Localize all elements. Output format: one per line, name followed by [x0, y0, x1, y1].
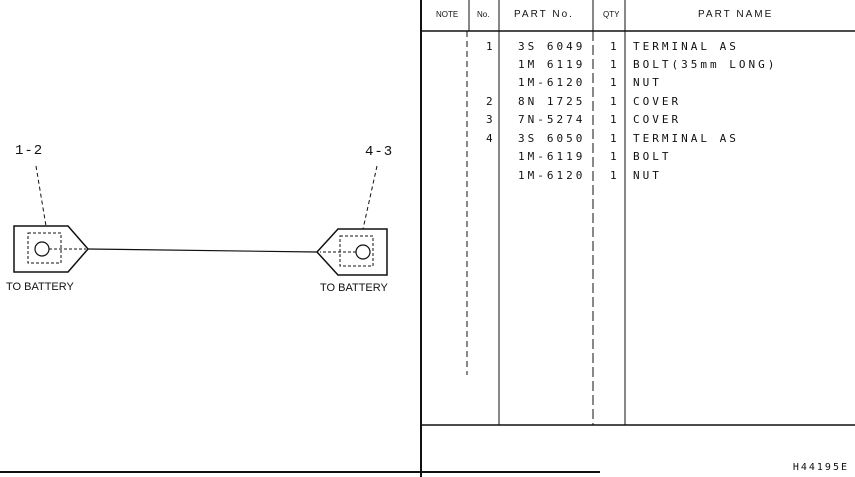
row-4-no: 2	[486, 95, 496, 108]
row-5-name: COVER	[633, 113, 682, 126]
bottom-rule	[0, 471, 600, 473]
row-7-part-no: 1M-6119	[518, 150, 586, 163]
callout-left: 1-2	[15, 143, 44, 159]
row-1-qty: 1	[610, 40, 620, 53]
row-2-qty: 1	[610, 58, 620, 71]
parts-table: NOTE No. PART No. QTY PART NAME 1 3S 604…	[420, 0, 855, 477]
right-terminal	[315, 228, 388, 276]
drawing-reference-number: H44195E	[792, 462, 849, 473]
row-6-qty: 1	[610, 132, 620, 145]
row-3-qty: 1	[610, 76, 620, 89]
row-6-no: 4	[486, 132, 496, 145]
cable	[87, 248, 318, 253]
wiring-diagram: 1-2 4-3 TO BATTERY TO BATTERY	[0, 0, 420, 477]
row-5-qty: 1	[610, 113, 620, 126]
row-1-part-no: 3S 6049	[518, 40, 586, 53]
row-1-name: TERMINAL AS	[633, 40, 739, 53]
row-4-name: COVER	[633, 95, 682, 108]
row-8-part-no: 1M-6120	[518, 169, 586, 182]
row-5-part-no: 7N-5274	[518, 113, 586, 126]
header-part-name: PART NAME	[698, 9, 774, 20]
leader-line-left	[35, 165, 47, 227]
row-7-qty: 1	[610, 150, 620, 163]
row-2-name: BOLT(35mm LONG)	[633, 58, 778, 71]
table-grid	[420, 0, 855, 477]
left-terminal	[13, 225, 89, 273]
caption-left: TO BATTERY	[6, 281, 74, 293]
row-3-name: NUT	[633, 76, 662, 89]
caption-right: TO BATTERY	[320, 282, 388, 294]
header-no: No.	[477, 10, 490, 19]
row-2-part-no: 1M 6119	[518, 58, 586, 71]
leader-line-right	[362, 165, 378, 230]
header-qty: QTY	[603, 10, 620, 19]
header-part-no: PART No.	[514, 9, 574, 20]
row-7-name: BOLT	[633, 150, 672, 163]
row-4-part-no: 8N 1725	[518, 95, 586, 108]
row-4-qty: 1	[610, 95, 620, 108]
header-note: NOTE	[436, 10, 459, 19]
row-5-no: 3	[486, 113, 496, 126]
row-6-part-no: 3S 6050	[518, 132, 586, 145]
row-8-qty: 1	[610, 169, 620, 182]
row-8-name: NUT	[633, 169, 662, 182]
cable-drawing	[13, 165, 388, 276]
row-3-part-no: 1M-6120	[518, 76, 586, 89]
row-1-no: 1	[486, 40, 496, 53]
callout-right: 4-3	[365, 144, 394, 160]
row-6-name: TERMINAL AS	[633, 132, 739, 145]
